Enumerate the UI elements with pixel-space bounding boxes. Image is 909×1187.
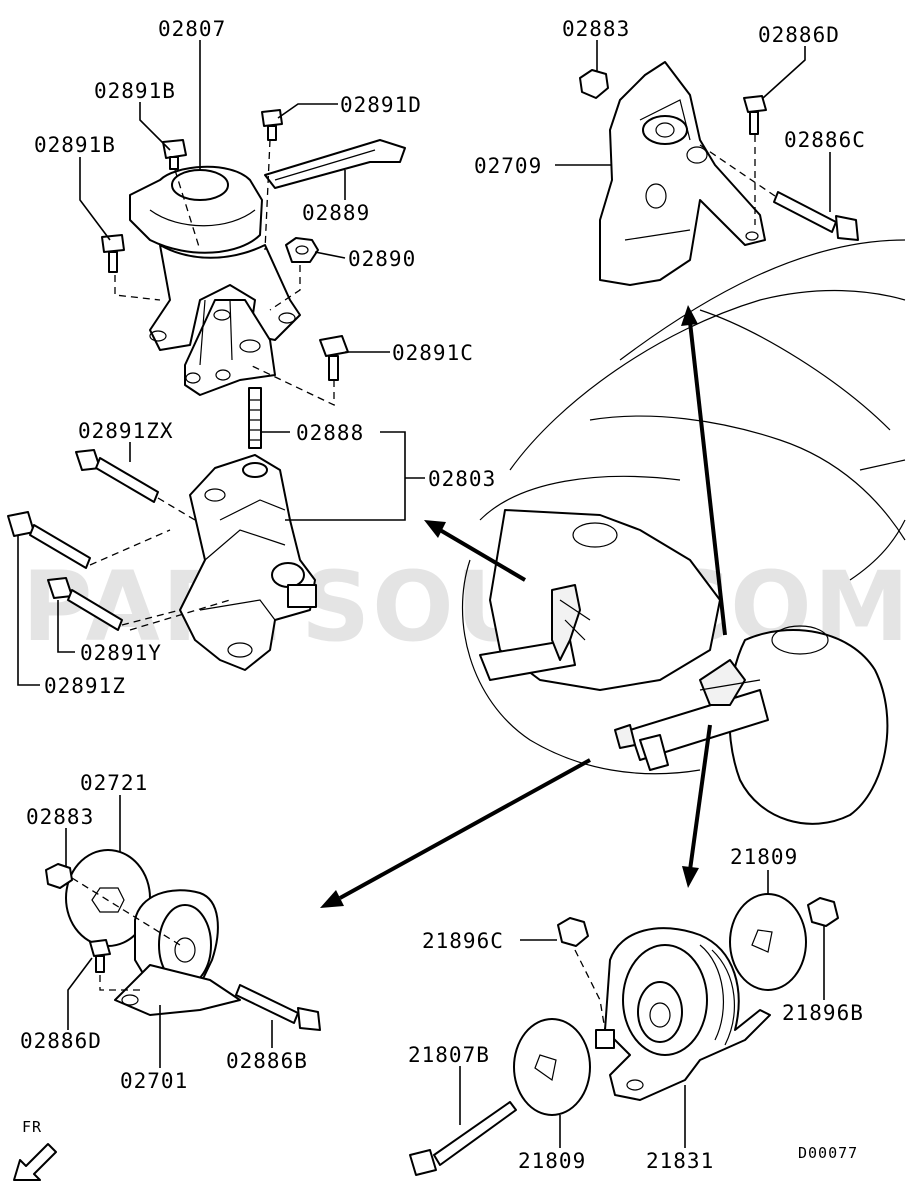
label-02883-bottom: 02883 [26,805,94,829]
label-02891b-top: 02891B [94,79,176,103]
label-02891z: 02891Z [44,674,126,698]
rear-mount-bracket-assembly [579,61,859,286]
label-21831: 21831 [646,1149,714,1173]
label-02891zx: 02891ZX [78,419,174,443]
label-02721: 02721 [80,771,148,795]
label-02891d: 02891D [340,93,422,117]
label-02886b: 02886B [226,1049,308,1073]
label-02807: 02807 [158,17,226,41]
label-02803: 02803 [428,467,496,491]
direction-label: FR [22,1118,42,1136]
label-02889: 02889 [302,201,370,225]
label-21809-bottom: 21809 [518,1149,586,1173]
engine-mount-bracket-assembly [7,449,317,671]
upper-engine-mount-assembly [101,109,406,449]
label-02891b-left: 02891B [34,133,116,157]
label-02888: 02888 [296,421,364,445]
label-21809-top: 21809 [730,845,798,869]
vehicle-engine-bay [461,239,906,825]
label-02886d-top: 02886D [758,23,840,47]
leader-lines [17,40,831,1148]
label-02701: 02701 [120,1069,188,1093]
label-21896c: 21896C [422,929,504,953]
transmission-mount-assembly [409,893,839,1176]
label-02891y: 02891Y [80,641,162,665]
front-direction-indicator: FR [13,1118,57,1181]
label-02891c: 02891C [392,341,474,365]
label-02886d-bottom: 02886D [20,1029,102,1053]
pointer-arrows [320,305,727,908]
front-mount-assembly [45,849,321,1031]
label-02890: 02890 [348,247,416,271]
label-21807b: 21807B [408,1043,490,1067]
label-21896b: 21896B [782,1001,864,1025]
part-labels: 02807 02891B 02891B 02891D 02889 02890 0… [20,17,866,1173]
figure-code: D00077 [798,1144,858,1162]
label-02886c: 02886C [784,128,866,152]
label-02883-top: 02883 [562,17,630,41]
label-02709: 02709 [474,154,542,178]
